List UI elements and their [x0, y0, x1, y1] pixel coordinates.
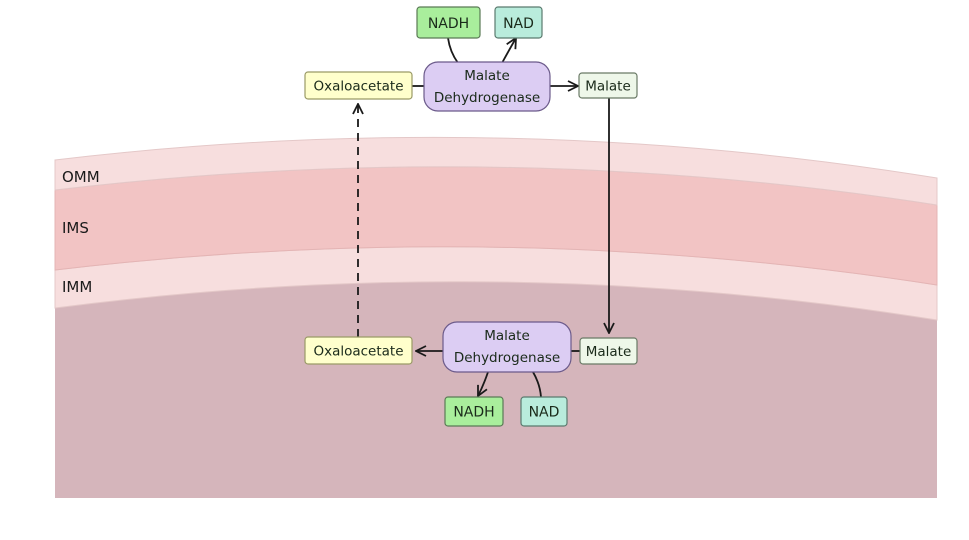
cytosol-nodes: NADH NAD Oxaloacetate Malate Dehydrogena…: [304, 6, 638, 112]
cyto-enzyme-label-1: Malate: [464, 68, 510, 84]
matrix-malate-node: Malate: [579, 337, 638, 365]
matrix-malate-label: Malate: [586, 344, 632, 360]
cyto-malate-label: Malate: [585, 79, 631, 95]
matrix-nad-node: NAD: [520, 396, 568, 427]
matrix-nadh-node: NADH: [444, 396, 504, 427]
matrix-nadh-arrow: [478, 371, 489, 396]
cyto-nad-arrow: [501, 38, 516, 64]
cyto-oxaloacetate-node: Oxaloacetate: [304, 71, 413, 100]
cyto-malate-node: Malate: [578, 72, 638, 99]
cyto-enzyme-label-2: Dehydrogenase: [434, 90, 540, 106]
matrix-nad-label: NAD: [529, 405, 560, 421]
membrane-layers: [54, 136, 938, 498]
matrix-nodes: Oxaloacetate Malate Dehydrogenase Malate…: [304, 321, 638, 427]
cyto-oxaloacetate-label: Oxaloacetate: [313, 79, 403, 95]
matrix-enzyme-label-1: Malate: [484, 328, 530, 344]
connectors: [358, 38, 609, 397]
omm-band: [54, 136, 938, 206]
cyto-nadh-node: NADH: [416, 6, 481, 39]
ims-label: IMS: [62, 219, 89, 237]
matrix-oxaloacetate-node: Oxaloacetate: [304, 336, 413, 365]
cyto-nadh-label: NADH: [428, 16, 469, 32]
cyto-nadh-link: [447, 37, 459, 64]
matrix-enzyme-label-2: Dehydrogenase: [454, 350, 560, 366]
matrix-region: [55, 281, 937, 498]
matrix-nadh-label: NADH: [453, 405, 494, 421]
cyto-nad-label: NAD: [503, 16, 534, 32]
omm-label: OMM: [62, 168, 100, 186]
matrix-enzyme-node: Malate Dehydrogenase: [442, 321, 572, 373]
cyto-enzyme-node: Malate Dehydrogenase: [423, 61, 551, 112]
matrix-oxaloacetate-label: Oxaloacetate: [313, 344, 403, 360]
imm-label: IMM: [62, 278, 92, 296]
matrix-nad-link: [532, 371, 542, 398]
cyto-nad-node: NAD: [494, 6, 543, 39]
